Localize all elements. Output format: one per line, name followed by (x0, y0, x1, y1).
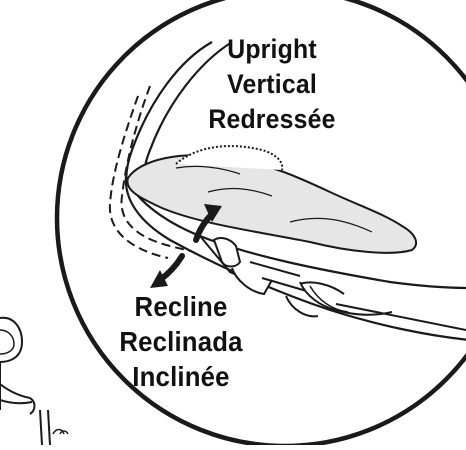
recline-label-en: Recline (106, 293, 255, 321)
recline-label-es: Reclinada (106, 328, 255, 356)
stroller-thumbnail (0, 318, 68, 445)
recline-label-fr: Inclinée (106, 363, 255, 391)
upright-label-group: Upright Vertical Redressée (196, 36, 348, 141)
recline-label-group: Recline Reclinada Inclinée (100, 293, 262, 398)
upright-label-en: Upright (202, 36, 342, 63)
upright-label-es: Vertical (202, 71, 342, 98)
upright-label-fr: Redressée (202, 106, 342, 133)
